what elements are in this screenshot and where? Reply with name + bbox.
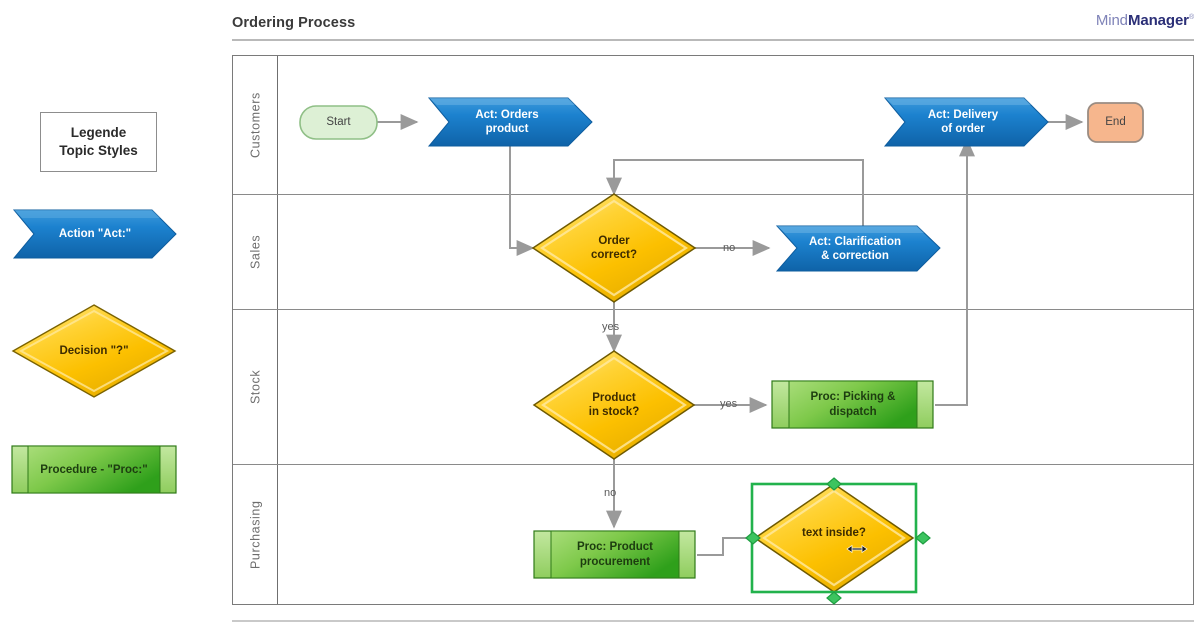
lane-divider-2 — [233, 309, 1193, 310]
lane-label-customers: Customers — [248, 92, 263, 158]
legend-title-line1: Legende — [70, 124, 127, 140]
mindmanager-logo: MindManager® — [1096, 12, 1194, 29]
swimlane-frame: Customers Sales Stock Purchasing — [232, 55, 1194, 605]
legend-title-line2: Topic Styles — [59, 143, 138, 158]
header-divider — [232, 39, 1194, 41]
footer-divider — [232, 620, 1194, 622]
logo-text-mind: Mind — [1095, 12, 1128, 29]
legend-decision-shape — [11, 304, 177, 398]
lane-divider-1 — [233, 194, 1193, 195]
page-title: Ordering Process — [232, 15, 356, 31]
logo-text-manager: Manager — [1127, 12, 1189, 29]
lane-label-sales: Sales — [248, 234, 263, 269]
legend-procedure-shape — [11, 445, 177, 494]
lane-divider-3 — [233, 464, 1193, 465]
lane-header-column — [233, 56, 278, 604]
legend-action-shape — [12, 209, 177, 259]
lane-label-stock: Stock — [248, 369, 263, 404]
legend-decision-label: Decision "?" — [59, 345, 129, 357]
legend-action-label: Action "Act:" — [58, 228, 132, 240]
lane-label-purchasing: Purchasing — [248, 500, 263, 570]
legend-title-box: Legende Topic Styles — [40, 112, 157, 172]
legend-procedure-label: Procedure - "Proc:" — [40, 463, 148, 476]
logo-registered-mark: ® — [1188, 14, 1194, 21]
